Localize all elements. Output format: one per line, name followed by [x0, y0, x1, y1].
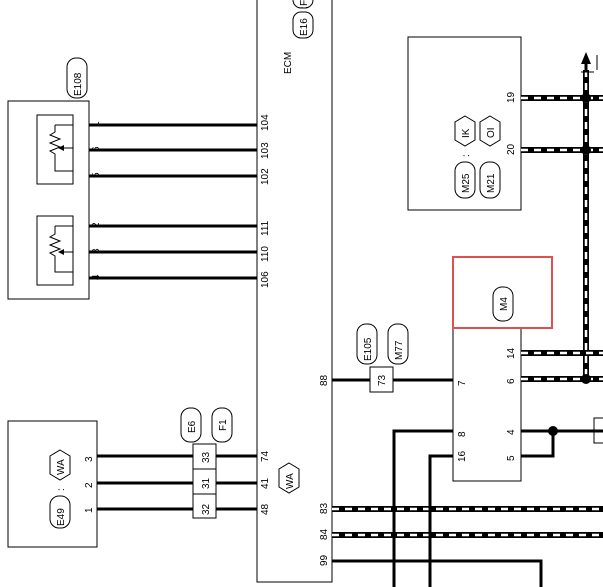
ecm-pin-48: 48 — [260, 503, 271, 515]
m4-block: M4 7 8 16 14 6 4 5 — [452, 256, 553, 482]
wa-pin-1: 1 — [84, 507, 95, 513]
ecm-connector-f7: F7 — [299, 0, 310, 6]
top-right-block: M25 : M21 IK OI 19 20 — [407, 36, 522, 211]
harness-pin-31: 31 — [201, 477, 212, 489]
wa-connector-e49: E49 — [56, 508, 67, 526]
shielded-wires — [332, 70, 603, 538]
top-right-tag-ik: IK — [461, 128, 472, 138]
ecm-pin-102: 102 — [260, 168, 271, 185]
sensor-wires — [89, 123, 257, 280]
top-right-pin-20: 20 — [506, 143, 517, 155]
arrow-up-icon — [581, 52, 598, 73]
ecm-pin-74: 74 — [260, 450, 271, 462]
wa-pin-2: 2 — [84, 482, 95, 488]
ecm-pin-110: 110 — [260, 246, 271, 262]
joint-connector-e105: E105 — [363, 337, 374, 361]
ecm-title: ECM — [283, 52, 294, 74]
ecm-pin-103: 103 — [260, 142, 271, 159]
m4-connector: M4 — [499, 297, 510, 311]
wa-tag: WA — [56, 459, 67, 475]
joint-connector: E105 M77 73 — [332, 323, 453, 393]
svg-text::: : — [461, 154, 472, 157]
junction-dot — [581, 145, 591, 155]
top-right-connector-m21: M21 — [486, 173, 497, 193]
wa-wires — [97, 454, 257, 511]
m4-pin-7: 7 — [457, 380, 468, 386]
junction-dot — [581, 93, 591, 103]
harness-connector-f1: F1 — [218, 419, 229, 431]
junction-dot — [581, 374, 591, 384]
ecm-pin-111: 111 — [260, 220, 271, 236]
m4-pin-6: 6 — [506, 378, 517, 384]
ecm-pin-99: 99 — [319, 554, 330, 566]
m4-pin-4: 4 — [506, 429, 517, 435]
harness-pin-33: 33 — [201, 451, 212, 463]
top-right-connector-m25: M25 — [461, 173, 472, 193]
svg-text:WA: WA — [285, 473, 296, 489]
sensor-connector-e108: E108 — [73, 72, 84, 96]
m4-pin-16: 16 — [457, 450, 468, 462]
joint-connector-m77: M77 — [394, 340, 405, 360]
harness-pin-32: 32 — [201, 503, 212, 515]
top-right-pin-19: 19 — [506, 91, 517, 103]
ecm-pin-106: 106 — [260, 271, 271, 288]
joint-pin-73: 73 — [377, 374, 388, 386]
ecm-pin-41: 41 — [260, 477, 271, 489]
ecm-pin-88: 88 — [319, 374, 330, 386]
harness-connector: E6 F1 33 31 32 — [180, 407, 233, 519]
ecm-connector-e16: E16 — [299, 18, 310, 36]
wa-pin-3: 3 — [84, 456, 95, 462]
m4-pin-5: 5 — [506, 455, 517, 461]
wa-block: E49 : WA 3 2 1 — [7, 420, 98, 548]
ecm-pin-83: 83 — [319, 502, 330, 514]
harness-connector-e6: E6 — [187, 420, 198, 433]
ecm-unit: ECM E16 : F7 104 103 102 111 110 106 88 … — [256, 0, 333, 583]
m4-pin-8: 8 — [457, 431, 468, 437]
top-right-tag-oi: OI — [486, 127, 497, 138]
ecm-pin-104: 104 — [260, 114, 271, 131]
ecm-wa-tag: WA — [278, 462, 300, 494]
svg-text::: : — [56, 488, 67, 491]
m4-highlight — [452, 256, 553, 329]
lower-wires — [332, 417, 603, 587]
ecm-pin-84: 84 — [319, 528, 330, 540]
sensor-block: E108 1 6 5 2 3 4 — [7, 57, 102, 300]
m4-pin-14: 14 — [506, 347, 517, 359]
